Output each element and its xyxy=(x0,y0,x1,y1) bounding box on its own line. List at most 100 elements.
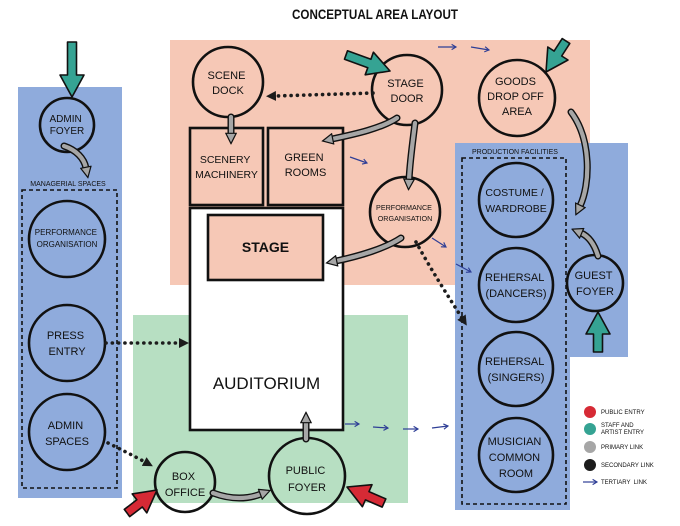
staff-entry-arrow-goods-drop-off xyxy=(545,37,571,73)
staff-entry-arrow-guest-foyer xyxy=(585,311,611,353)
scenery-machinery-box xyxy=(188,126,265,207)
primary-link-box-office-to-public-foyer xyxy=(209,493,261,502)
node-rehersal-singers: REHERSAL (SINGERS) xyxy=(477,330,555,408)
node-green-rooms: GREEN ROOMS xyxy=(266,126,345,207)
label-line: ROOMS xyxy=(285,167,327,179)
legend-item-tertiary-link: TERTIARY LINK xyxy=(583,478,647,486)
legend-label: PRIMARY LINK xyxy=(601,445,643,451)
performance-organisation-admin-circle xyxy=(27,199,107,279)
node-public-foyer: PUBLIC FOYER xyxy=(267,436,347,516)
label-line: PRESS xyxy=(47,330,84,342)
label-line: SPACES xyxy=(45,436,89,448)
guest-foyer-label: GUEST FOYER xyxy=(575,270,616,298)
label-line: SCENERY xyxy=(200,154,251,166)
label-line: MACHINERY xyxy=(195,169,258,181)
musician-common-room-circle xyxy=(477,416,555,494)
label-line: ADMIN xyxy=(48,420,84,432)
tertiary-arrow xyxy=(431,237,447,248)
link-fill xyxy=(61,143,86,168)
label-line: COSTUME / xyxy=(485,187,543,199)
production-facilities-group xyxy=(461,157,567,505)
admin-spaces-label: ADMIN SPACES xyxy=(45,420,89,448)
tertiary-arrow xyxy=(431,423,450,430)
label-line: ADMIN xyxy=(49,114,81,125)
legend-item-staff-artist-entry: STAFF AND ARTIST ENTRY xyxy=(584,423,644,436)
label-line: BOX xyxy=(172,471,196,483)
label-line: DOOR xyxy=(391,93,424,105)
label-line: ORGANISATION xyxy=(37,240,98,249)
label-line: (SINGERS) xyxy=(488,372,545,384)
tertiary-link-green-rooms-to-performance-organisation xyxy=(349,156,369,165)
node-musician-common-room: MUSICIAN COMMON ROOM xyxy=(477,416,555,494)
managerial-spaces-group xyxy=(21,189,118,489)
label-line: GUEST xyxy=(575,270,613,282)
staff-entry-arrow-stage-door xyxy=(343,49,391,76)
primary-link-stage-door-to-green-rooms xyxy=(332,114,401,139)
label-line: FOYER xyxy=(50,126,84,137)
public-foyer-label: PUBLIC FOYER xyxy=(286,465,329,494)
label-line: (DANCERS) xyxy=(485,288,546,300)
legend-swatch-red xyxy=(584,406,596,418)
stage-door-circle xyxy=(370,53,444,127)
legend: PUBLIC ENTRY STAFF AND ARTIST ENTRY PRIM… xyxy=(583,406,654,486)
performance-organisation-label: PERFORMANCE ORGANISATION xyxy=(376,203,434,223)
secondary-link-admin-spaces-to-box-office xyxy=(106,441,153,467)
label-line: REHERSAL xyxy=(485,272,544,284)
primary-link-goods-drop-off-to-costume xyxy=(567,108,591,206)
legend-swatch-black xyxy=(584,459,596,471)
label-line: GOODS xyxy=(495,76,536,88)
production-facilities-label: PRODUCTION FACILITIES xyxy=(472,149,558,156)
label-line: GREEN xyxy=(284,152,323,164)
legend-swatch-teal xyxy=(584,423,596,435)
label-line: AREA xyxy=(502,106,533,118)
public-entry-arrow-box-office xyxy=(123,489,158,518)
label-line: STAGE xyxy=(387,78,423,90)
node-box-office: BOX OFFICE xyxy=(153,450,217,514)
box-office-label: BOX OFFICE xyxy=(165,471,205,499)
primary-link-guest-foyer-to-costume xyxy=(581,233,602,260)
legend-item-secondary-link: SECONDARY LINK xyxy=(584,459,654,471)
label-line: ARTIST ENTRY xyxy=(601,430,644,436)
node-goods-drop-off-area: GOODS DROP OFF AREA xyxy=(477,58,557,138)
link-fill xyxy=(409,120,418,180)
link-fill xyxy=(332,115,400,139)
node-admin-foyer: ADMIN FOYER xyxy=(38,96,96,154)
label-line: REHERSAL xyxy=(485,356,544,368)
label-line: MUSICIAN xyxy=(488,436,542,448)
green-rooms-box xyxy=(266,126,345,207)
legend-label: TERTIARY LINK xyxy=(601,480,647,486)
primary-link-stage-door-to-performance-organisation xyxy=(409,119,419,180)
primary-link-performance-organisation-to-stage xyxy=(336,234,405,261)
managerial-spaces-label: MANAGERIAL SPACES xyxy=(30,181,106,188)
legend-item-public-entry: PUBLIC ENTRY xyxy=(584,406,645,418)
link-fill xyxy=(210,493,261,498)
tertiary-link-performance-organisation-to-production xyxy=(431,237,472,273)
node-performance-organisation-admin: PERFORMANCE ORGANISATION xyxy=(27,199,107,279)
primary-link-admin-foyer-to-managerial xyxy=(60,142,86,168)
tertiary-link-stage-door-to-goods-drop-off xyxy=(438,43,491,53)
legend-swatch-grey xyxy=(584,441,596,453)
scene-dock-label: SCENE DOCK xyxy=(208,70,249,97)
admin-foyer-label: ADMIN FOYER xyxy=(49,114,84,137)
label-line: DROP OFF xyxy=(487,91,544,103)
label-line: FOYER xyxy=(576,286,614,298)
label-line: PERFORMANCE xyxy=(376,203,432,212)
node-admin-spaces: ADMIN SPACES xyxy=(27,392,107,472)
green-rooms-label: GREEN ROOMS xyxy=(284,152,326,179)
link-fill xyxy=(568,109,590,206)
label-line: COMMON xyxy=(489,452,540,464)
tertiary-arrow xyxy=(372,424,390,431)
diagram-title: CONCEPTUAL AREA LAYOUT xyxy=(292,6,458,22)
box-office-circle xyxy=(153,450,217,514)
public-entry-arrow-public-foyer xyxy=(346,483,387,508)
node-performance-organisation-stage: PERFORMANCE ORGANISATION xyxy=(368,175,442,249)
label-line: DOCK xyxy=(212,85,244,97)
secondary-link-stage-door-to-scene-dock xyxy=(266,90,375,101)
label-line: PERFORMANCE xyxy=(35,228,97,237)
admin-foyer-circle xyxy=(38,96,96,154)
scenery-machinery-label: SCENERY MACHINERY xyxy=(195,154,258,181)
link-fill xyxy=(336,235,404,261)
node-scenery-machinery: SCENERY MACHINERY xyxy=(188,126,265,207)
stage-label: STAGE xyxy=(242,239,289,255)
